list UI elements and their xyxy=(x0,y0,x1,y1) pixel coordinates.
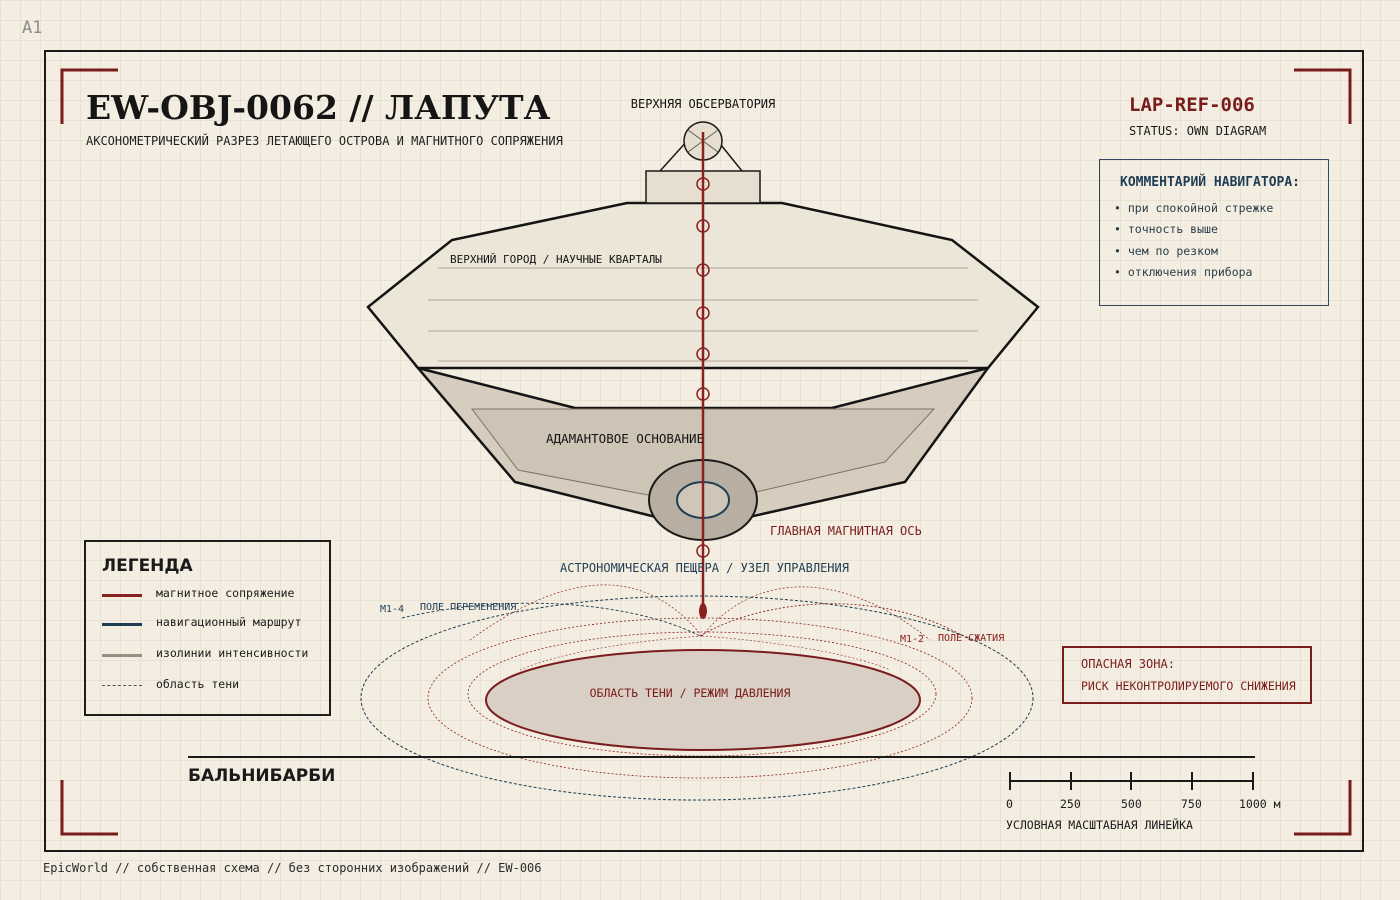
field-line-right xyxy=(699,603,971,641)
axis-node xyxy=(696,544,710,558)
label-upper-city: ВЕРХНИЙ ГОРОД / НАУЧНЫЕ КВАРТАЛЫ xyxy=(450,253,662,266)
scale-tick-label: 750 xyxy=(1181,797,1202,811)
navigator-comment-item: • отключения прибора xyxy=(1114,265,1253,279)
navigator-comment-item: • чем по резком xyxy=(1114,244,1218,258)
legend-item-shadow: область тени xyxy=(102,677,322,693)
sheet-code: A1 xyxy=(22,18,43,38)
scale-tick-label: 500 xyxy=(1121,797,1142,811)
corner-bracket-top-right xyxy=(1294,68,1352,124)
label-main-axis: ГЛАВНАЯ МАГНИТНАЯ ОСЬ xyxy=(770,524,922,538)
navigator-comment-box: КОММЕНТАРИЙ НАВИГАТОРА: • при спокойной … xyxy=(1099,159,1329,306)
axis-node xyxy=(696,387,710,401)
label-adamant-base: АДАМАНТОВОЕ ОСНОВАНИЕ xyxy=(546,431,704,446)
legend-item-label: изолинии интенсивности xyxy=(156,646,309,660)
scale-tick-label: 0 xyxy=(1006,797,1013,811)
corner-bracket-bottom-left xyxy=(60,780,118,836)
label-field-m14-name: ПОЛЕ ПЕРЕМЕНЕНИЯ xyxy=(420,602,516,613)
legend-item-route: навигационный маршрут xyxy=(102,615,322,631)
danger-zone-title: ОПАСНАЯ ЗОНА: xyxy=(1081,657,1175,671)
axis-node xyxy=(696,347,710,361)
field-line-inner-right xyxy=(701,635,891,671)
ground-label: БАЛЬНИБАРБИ xyxy=(188,766,336,786)
axis-node xyxy=(696,177,710,191)
drawing-frame xyxy=(44,50,1364,852)
page-subtitle: АКСОНОМЕТРИЧЕСКИЙ РАЗРЕЗ ЛЕТАЮЩЕГО ОСТРО… xyxy=(86,134,563,148)
legend-item-label: магнитное сопряжение xyxy=(156,586,295,600)
danger-zone-text: РИСК НЕКОНТРОЛИРУЕМОГО СНИЖЕНИЯ xyxy=(1081,679,1296,693)
legend-item-label: навигационный маршрут xyxy=(156,615,302,629)
navigator-comment-title: КОММЕНТАРИЙ НАВИГАТОРА: xyxy=(1120,175,1301,190)
legend-swatch xyxy=(102,594,142,597)
legend: ЛЕГЕНДА магнитное сопряжение навигационн… xyxy=(84,540,331,716)
danger-zone-box: ОПАСНАЯ ЗОНА: РИСК НЕКОНТРОЛИРУЕМОГО СНИ… xyxy=(1062,646,1312,704)
field-line-arc-right xyxy=(701,586,931,641)
legend-item-label: область тени xyxy=(156,677,240,691)
label-field-m14-code: M1-4 xyxy=(380,604,404,615)
field-line-inner-left xyxy=(519,635,703,671)
corner-bracket-top-left xyxy=(60,68,118,124)
corner-brackets xyxy=(60,68,1352,836)
legend-swatch xyxy=(102,685,142,686)
field-contour-red-outer xyxy=(427,617,973,779)
navigator-comment-item: • при спокойной стрежке xyxy=(1114,201,1274,215)
scale-caption: УСЛОВНАЯ МАСШТАБНАЯ ЛИНЕЙКА xyxy=(1006,818,1193,832)
axis-node xyxy=(696,263,710,277)
label-field-m12-code: M1-2 xyxy=(900,634,924,645)
reference-code: LAP-REF-006 xyxy=(1129,94,1255,116)
scale-bar xyxy=(1009,772,1254,790)
label-shadow-zone: ОБЛАСТЬ ТЕНИ / РЕЖИМ ДАВЛЕНИЯ xyxy=(590,686,791,700)
legend-title: ЛЕГЕНДА xyxy=(102,556,193,576)
field-line-left xyxy=(401,602,701,637)
legend-swatch xyxy=(102,654,142,657)
scale-tick-label: 250 xyxy=(1060,797,1081,811)
axis-nodes xyxy=(696,177,710,558)
axis-tip xyxy=(699,603,707,619)
legend-swatch xyxy=(102,623,142,626)
shadow-zone xyxy=(485,649,921,751)
label-cave: АСТРОНОМИЧЕСКАЯ ПЕЩЕРА / УЗЕЛ УПРАВЛЕНИЯ xyxy=(560,561,849,575)
footer-credit: EpicWorld // собственная схема // без ст… xyxy=(43,861,542,875)
legend-item-magnetic: магнитное сопряжение xyxy=(102,586,322,602)
axis-node xyxy=(696,219,710,233)
field-contour-outer xyxy=(360,595,1034,801)
label-observatory: ВЕРХНЯЯ ОБСЕРВАТОРИЯ xyxy=(631,97,776,111)
corner-bracket-bottom-right xyxy=(1294,780,1352,836)
axis-node xyxy=(696,306,710,320)
status-text: STATUS: OWN DIAGRAM xyxy=(1129,124,1267,138)
legend-item-isolines: изолинии интенсивности xyxy=(102,646,322,662)
navigator-comment-item: • точность выше xyxy=(1114,222,1218,236)
page-title: EW-OBJ-0062 // ЛАПУТА xyxy=(86,88,551,127)
label-field-m12-name: ПОЛЕ СЖАТИЯ xyxy=(938,633,1004,644)
scale-tick-label: 1000 м xyxy=(1239,797,1281,811)
field-line-arc-left xyxy=(469,584,703,641)
